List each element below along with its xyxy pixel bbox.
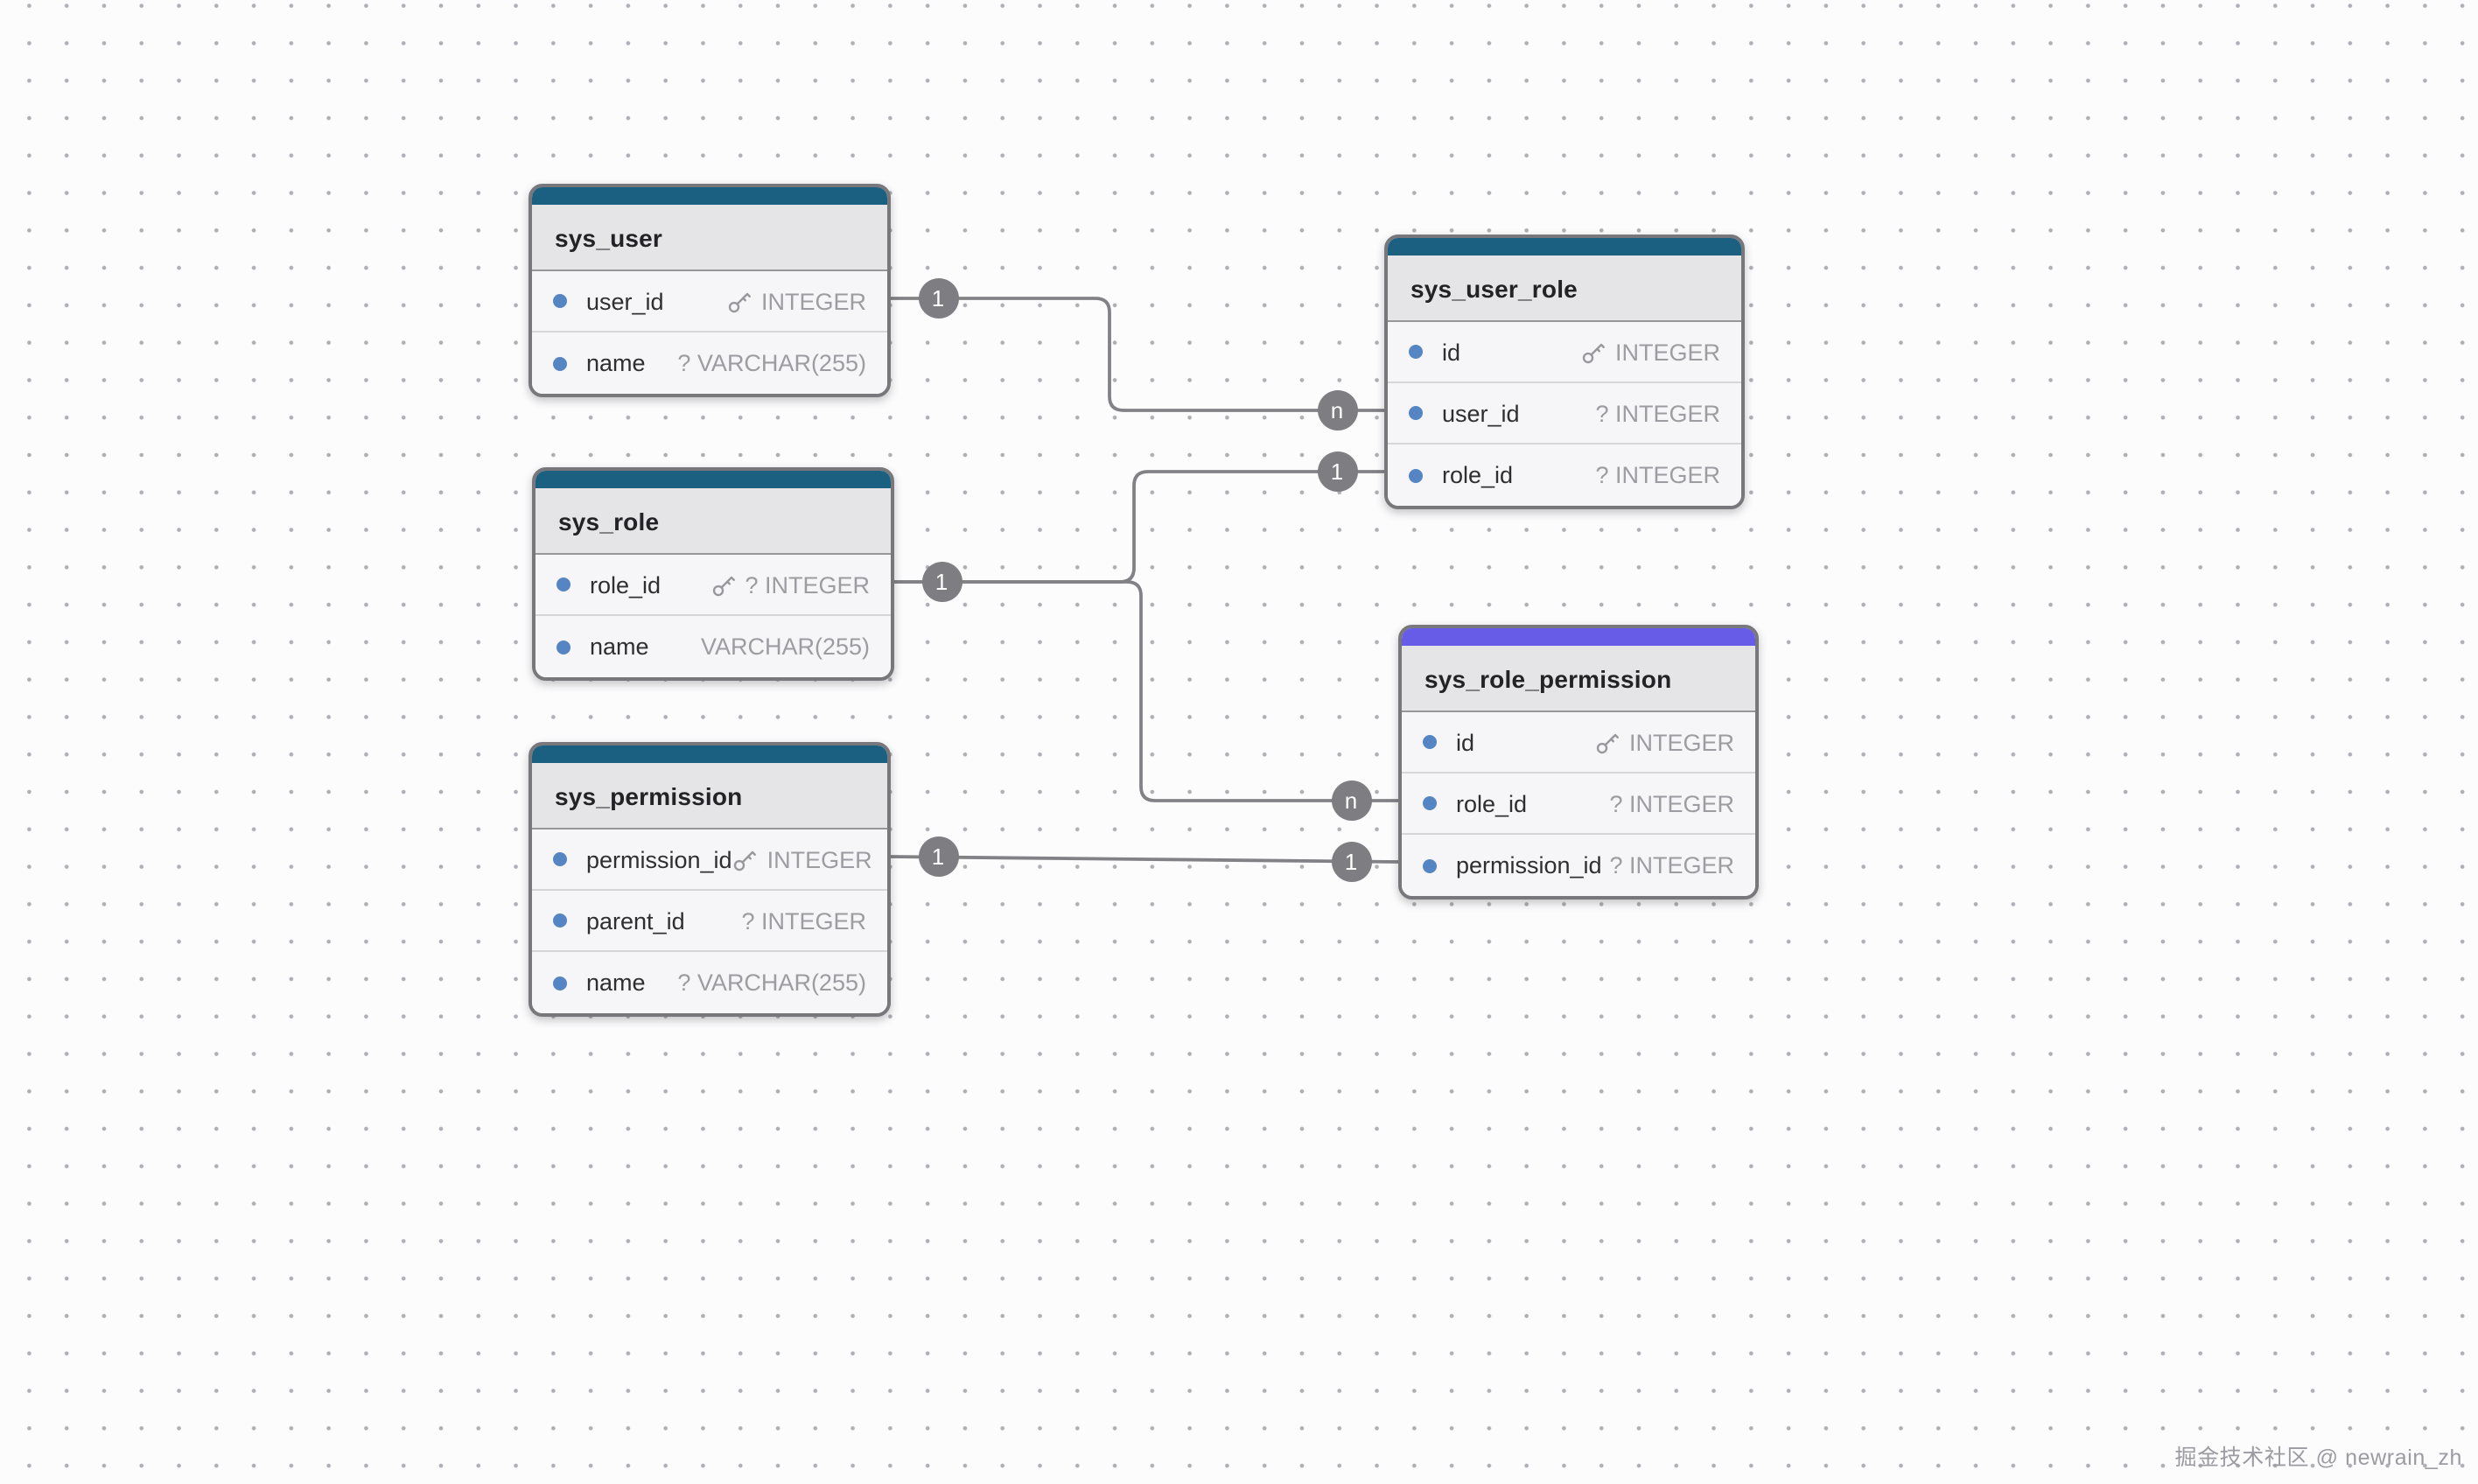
field-name: name	[590, 634, 649, 660]
field-row[interactable]: permission_id ? INTEGER	[1402, 835, 1755, 896]
table-sys_role_permission[interactable]: sys_role_permission id INTEGER role_id ?…	[1398, 625, 1759, 900]
field-row[interactable]: name VARCHAR(255)	[536, 616, 891, 677]
field-type: ? INTEGER	[1595, 462, 1720, 488]
table-accent-bar	[532, 746, 887, 763]
table-accent-bar	[532, 187, 887, 205]
column-dot-icon	[1409, 345, 1423, 359]
field-name: name	[586, 350, 646, 376]
column-dot-icon	[1409, 468, 1423, 482]
table-accent-bar	[1402, 628, 1755, 646]
relationship-sys_permission-sys_role_permission[interactable]	[889, 855, 1400, 864]
field-row[interactable]: role_id ? INTEGER	[1402, 774, 1755, 835]
column-dot-icon	[553, 852, 567, 866]
column-dot-icon	[553, 356, 567, 370]
key-icon	[728, 291, 751, 312]
field-type: ? INTEGER	[1609, 790, 1734, 816]
field-name: parent_id	[586, 907, 685, 934]
relationship-sys_user-sys_user_role[interactable]	[889, 297, 1386, 412]
field-type: ? INTEGER	[745, 571, 870, 598]
table-header[interactable]: sys_role_permission	[1402, 646, 1755, 712]
field-row[interactable]: user_id ? INTEGER	[1388, 383, 1741, 444]
column-dot-icon	[553, 914, 567, 928]
table-sys_user[interactable]: sys_user user_id INTEGER name ? VARCHAR(…	[528, 184, 891, 397]
field-type: INTEGER	[766, 846, 872, 872]
field-row[interactable]: role_id ? INTEGER	[536, 555, 891, 616]
column-dot-icon	[1409, 406, 1423, 420]
field-row[interactable]: permission_id INTEGER	[532, 830, 887, 891]
column-dot-icon	[553, 976, 567, 990]
field-name: user_id	[586, 288, 664, 314]
field-type: INTEGER	[1628, 729, 1734, 755]
relationship-sys_user_role-sys_role[interactable]	[892, 470, 1386, 584]
table-title: sys_user	[555, 223, 663, 251]
field-type: VARCHAR(255)	[700, 634, 870, 660]
field-name: role_id	[1456, 790, 1528, 816]
relationship-sys_role-sys_role_permission[interactable]	[892, 580, 1400, 802]
key-icon	[712, 575, 735, 596]
cardinality-badge: 1	[1317, 452, 1357, 492]
table-sys_user_role[interactable]: sys_user_role id INTEGER user_id ? INTEG…	[1384, 234, 1745, 509]
field-type: ? VARCHAR(255)	[677, 350, 866, 376]
table-header[interactable]: sys_permission	[532, 763, 887, 830]
table-title: sys_role_permission	[1424, 664, 1672, 692]
field-name: permission_id	[1456, 852, 1602, 878]
field-row[interactable]: name ? VARCHAR(255)	[532, 332, 887, 394]
table-header[interactable]: sys_user_role	[1388, 256, 1741, 322]
cardinality-badge: 1	[918, 836, 958, 877]
table-sys_role[interactable]: sys_role role_id ? INTEGER name VARCHAR(…	[532, 467, 894, 681]
field-name: role_id	[1442, 462, 1514, 488]
field-type: ? INTEGER	[1609, 852, 1734, 878]
column-dot-icon	[1423, 735, 1437, 749]
table-header[interactable]: sys_role	[536, 488, 891, 555]
field-type: INTEGER	[1614, 339, 1720, 365]
field-name: role_id	[590, 571, 662, 598]
table-accent-bar	[536, 471, 891, 488]
table-title: sys_user_role	[1410, 274, 1578, 302]
column-dot-icon	[1423, 858, 1437, 872]
key-icon	[1596, 732, 1619, 753]
field-row[interactable]: name ? VARCHAR(255)	[532, 952, 887, 1013]
field-name: permission_id	[586, 846, 732, 872]
cardinality-badge: n	[1317, 390, 1357, 430]
table-accent-bar	[1388, 238, 1741, 256]
field-type: ? INTEGER	[1595, 400, 1720, 426]
table-sys_permission[interactable]: sys_permission permission_id INTEGER par…	[528, 742, 891, 1017]
field-type: INTEGER	[760, 288, 866, 314]
table-title: sys_permission	[555, 781, 743, 809]
field-row[interactable]: id INTEGER	[1388, 322, 1741, 383]
cardinality-badge: 1	[921, 562, 962, 602]
table-header[interactable]: sys_user	[532, 205, 887, 271]
key-icon	[734, 850, 757, 871]
field-row[interactable]: user_id INTEGER	[532, 271, 887, 332]
field-name: user_id	[1442, 400, 1520, 426]
column-dot-icon	[556, 640, 570, 654]
field-name: id	[1456, 729, 1475, 755]
table-title: sys_role	[558, 507, 660, 535]
cardinality-badge: 1	[1331, 842, 1371, 882]
field-row[interactable]: role_id ? INTEGER	[1388, 444, 1741, 506]
field-row[interactable]: parent_id ? INTEGER	[532, 891, 887, 952]
field-name: name	[586, 970, 646, 996]
field-type: ? INTEGER	[741, 907, 866, 934]
field-type: ? VARCHAR(255)	[677, 970, 866, 996]
field-row[interactable]: id INTEGER	[1402, 712, 1755, 774]
field-name: id	[1442, 339, 1461, 365]
cardinality-badge: 1	[918, 278, 958, 318]
column-dot-icon	[556, 578, 570, 592]
key-icon	[1582, 342, 1605, 363]
watermark: 掘金技术社区 @ newrain_zh	[2174, 1446, 2462, 1470]
cardinality-badge: n	[1331, 780, 1371, 821]
column-dot-icon	[1423, 796, 1437, 810]
column-dot-icon	[553, 294, 567, 308]
